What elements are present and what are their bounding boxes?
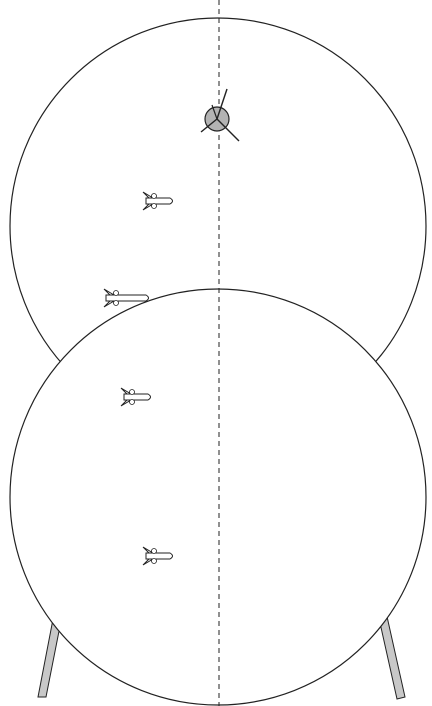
lower-circle xyxy=(10,289,426,705)
